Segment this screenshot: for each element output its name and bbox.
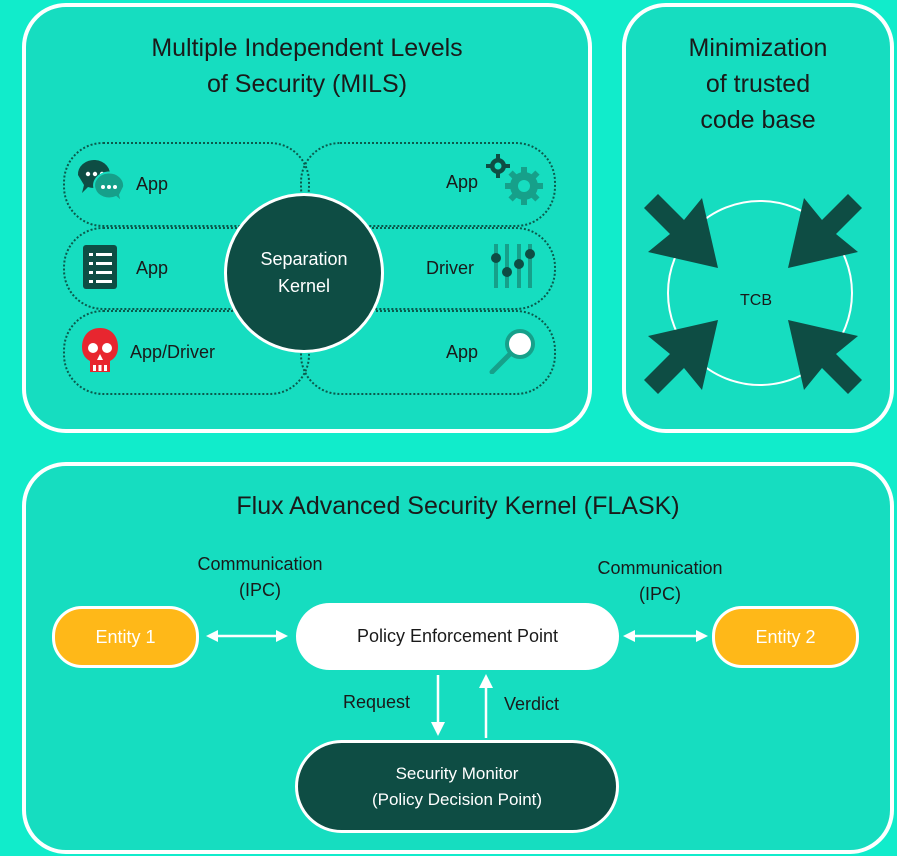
comm-left-line2: (IPC) — [239, 580, 281, 600]
flask-title: Flux Advanced Security Kernel (FLASK) — [236, 492, 680, 520]
compression-arrows — [644, 194, 862, 394]
tcb-label: TCB — [740, 292, 772, 309]
left-app-label-1: App — [136, 174, 169, 194]
monitor-label-line2: (Policy Decision Point) — [371, 789, 543, 809]
right-lane-1 — [300, 142, 556, 227]
left-app-driver-label: App/Driver — [130, 342, 216, 362]
tcb-title-line1: Minimization — [688, 34, 828, 62]
mils-title-line1: Multiple Independent Levels — [151, 34, 463, 62]
magnifier-icon — [489, 329, 535, 374]
tcb-circle — [667, 200, 853, 386]
mils-title-line2: of Security (MILS) — [206, 70, 408, 98]
monitor-label-line1: Security Monitor — [395, 763, 519, 783]
left-lane-1 — [63, 142, 310, 227]
gears-icon — [486, 154, 543, 205]
entity-1: Entity 1 — [52, 606, 199, 668]
entity-2: Entity 2 — [712, 606, 859, 668]
security-monitor: Security Monitor (Policy Decision Point) — [295, 740, 619, 833]
right-app-label-1: App — [446, 172, 479, 192]
chat-bubbles-icon — [77, 160, 126, 203]
comm-right-line1: Communication — [597, 558, 723, 578]
separation-kernel: Separation Kernel — [224, 193, 384, 353]
checklist-icon — [83, 245, 117, 289]
equalizer-sliders-icon — [491, 244, 535, 288]
kernel-label-line1: Separation — [260, 249, 348, 269]
request-label: Request — [343, 692, 411, 712]
right-app-label-3: App — [446, 342, 479, 362]
comm-right-line2: (IPC) — [639, 584, 681, 604]
left-app-label-2: App — [136, 258, 169, 278]
verdict-label: Verdict — [504, 694, 560, 714]
tcb-title-line3: code base — [700, 106, 816, 134]
tcb-title-line2: of trusted — [705, 70, 811, 98]
policy-enforcement-point: Policy Enforcement Point — [296, 603, 619, 670]
skull-icon — [82, 328, 118, 372]
right-driver-label: Driver — [426, 258, 474, 278]
kernel-label-line2: Kernel — [277, 276, 331, 296]
comm-left-line1: Communication — [197, 554, 323, 574]
